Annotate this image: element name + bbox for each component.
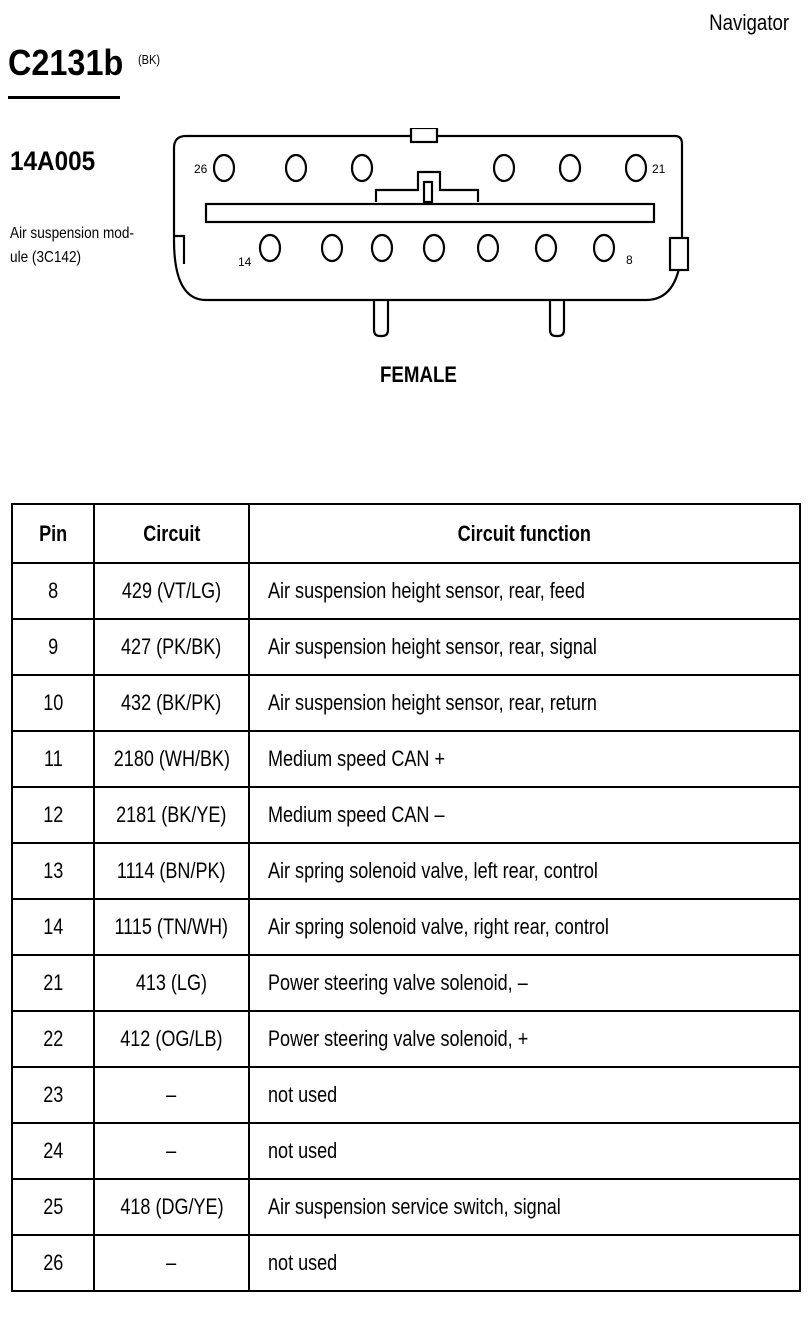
module-description: Air suspension mod-ule (3C142) [10,225,134,266]
pin-hole [212,153,236,183]
connector-left-latch [174,234,186,264]
pin-label-top-left: 26 [194,162,208,176]
circuit-cell: – [93,1066,250,1124]
pin-cell: 22 [11,1010,95,1068]
table-row: 14 1115 (TN/WH) Air spring solenoid valv… [11,898,801,956]
pin-label-bottom-left: 14 [238,255,252,269]
connector-id-underline [8,96,120,99]
pin-hole [476,233,500,263]
pinout-table: Pin Circuit Circuit function 8 429 (VT/L… [11,503,801,1292]
function-cell: Air spring solenoid valve, left rear, co… [248,842,801,900]
connector-key-post [422,180,434,204]
table-row: 10 432 (BK/PK) Air suspension height sen… [11,674,801,732]
connector-top-tab [409,128,439,144]
pin-hole [422,233,446,263]
pin-hole [370,233,394,263]
pin-hole [592,233,616,263]
pin-cell: 13 [11,842,95,900]
function-cell: not used [248,1234,801,1292]
function-cell: Air suspension height sensor, rear, sign… [248,618,801,676]
pin-cell: 8 [11,562,95,620]
connector-gender-label: FEMALE [380,362,457,387]
table-row: 13 1114 (BN/PK) Air spring solenoid valv… [11,842,801,900]
column-header-function: Circuit function [248,503,801,564]
pin-hole [320,233,344,263]
connector-face-diagram: 26 21 14 8 [172,128,690,338]
circuit-cell: – [93,1234,250,1292]
function-cell: Power steering valve solenoid, – [248,954,801,1012]
circuit-cell: 2180 (WH/BK) [93,730,250,788]
pin-hole [492,153,516,183]
connector-left-peg [372,300,390,338]
circuit-cell: 429 (VT/LG) [93,562,250,620]
pin-cell: 23 [11,1066,95,1124]
function-cell: not used [248,1066,801,1124]
table-row: 25 418 (DG/YE) Air suspension service sw… [11,1178,801,1236]
circuit-cell: 432 (BK/PK) [93,674,250,732]
table-row: 11 2180 (WH/BK) Medium speed CAN + [11,730,801,788]
circuit-cell: 413 (LG) [93,954,250,1012]
pin-cell: 11 [11,730,95,788]
pin-cell: 12 [11,786,95,844]
table-row: 23 – not used [11,1066,801,1124]
pin-cell: 9 [11,618,95,676]
pin-cell: 21 [11,954,95,1012]
circuit-cell: – [93,1122,250,1180]
connector-latch-bar [204,202,656,224]
table-row: 26 – not used [11,1234,801,1292]
table-row: 8 429 (VT/LG) Air suspension height sens… [11,562,801,620]
pin-cell: 24 [11,1122,95,1180]
circuit-cell: 412 (OG/LB) [93,1010,250,1068]
table-row: 22 412 (OG/LB) Power steering valve sole… [11,1010,801,1068]
pin-cell: 10 [11,674,95,732]
function-cell: Air suspension service switch, signal [248,1178,801,1236]
pin-label-bottom-right: 8 [626,253,633,267]
function-cell: Air spring solenoid valve, right rear, c… [248,898,801,956]
part-number: 14A005 [10,146,96,176]
vehicle-name: Navigator [708,10,789,35]
pin-label-top-right: 21 [652,162,666,176]
pin-hole [624,153,648,183]
table-header-row: Pin Circuit Circuit function [11,503,801,564]
function-cell: Power steering valve solenoid, + [248,1010,801,1068]
column-header-pin: Pin [11,503,95,564]
pin-cell: 25 [11,1178,95,1236]
function-cell: not used [248,1122,801,1180]
connector-right-latch [668,236,690,272]
circuit-cell: 2181 (BK/YE) [93,786,250,844]
connector-body-outline [172,134,684,302]
pin-hole [534,233,558,263]
column-header-circuit: Circuit [93,503,250,564]
circuit-cell: 418 (DG/YE) [93,1178,250,1236]
function-cell: Medium speed CAN – [248,786,801,844]
pin-hole [284,153,308,183]
table-row: 12 2181 (BK/YE) Medium speed CAN – [11,786,801,844]
pin-hole [558,153,582,183]
connector-key-notch [374,170,480,202]
table-row: 24 – not used [11,1122,801,1180]
circuit-cell: 427 (PK/BK) [93,618,250,676]
function-cell: Air suspension height sensor, rear, feed [248,562,801,620]
pin-hole [258,233,282,263]
connector-id: C2131b [8,42,124,83]
connector-right-peg [548,300,566,338]
function-cell: Medium speed CAN + [248,730,801,788]
function-cell: Air suspension height sensor, rear, retu… [248,674,801,732]
pin-hole [350,153,374,183]
pin-cell: 14 [11,898,95,956]
table-row: 21 413 (LG) Power steering valve solenoi… [11,954,801,1012]
table-row: 9 427 (PK/BK) Air suspension height sens… [11,618,801,676]
circuit-cell: 1114 (BN/PK) [93,842,250,900]
connector-color: (BK) [138,52,161,67]
circuit-cell: 1115 (TN/WH) [93,898,250,956]
pin-cell: 26 [11,1234,95,1292]
